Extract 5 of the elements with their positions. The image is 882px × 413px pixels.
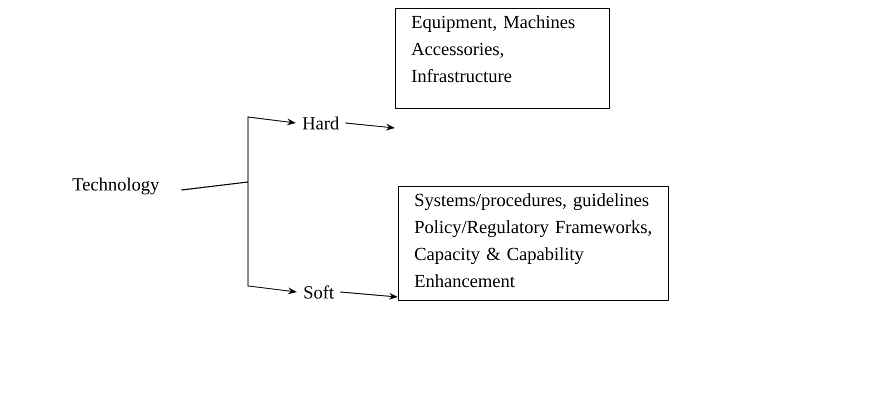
text-box: Systems/procedures, guidelines Policy/Regulatory Frameworks, Capacity & Capability Enhancement (398, 186, 669, 301)
label: Technology (72, 178, 160, 194)
label: Soft (304, 285, 334, 299)
text-box: Equipment, Machines Accessories, Infrastructure (395, 8, 610, 109)
label: Hard (302, 116, 339, 130)
